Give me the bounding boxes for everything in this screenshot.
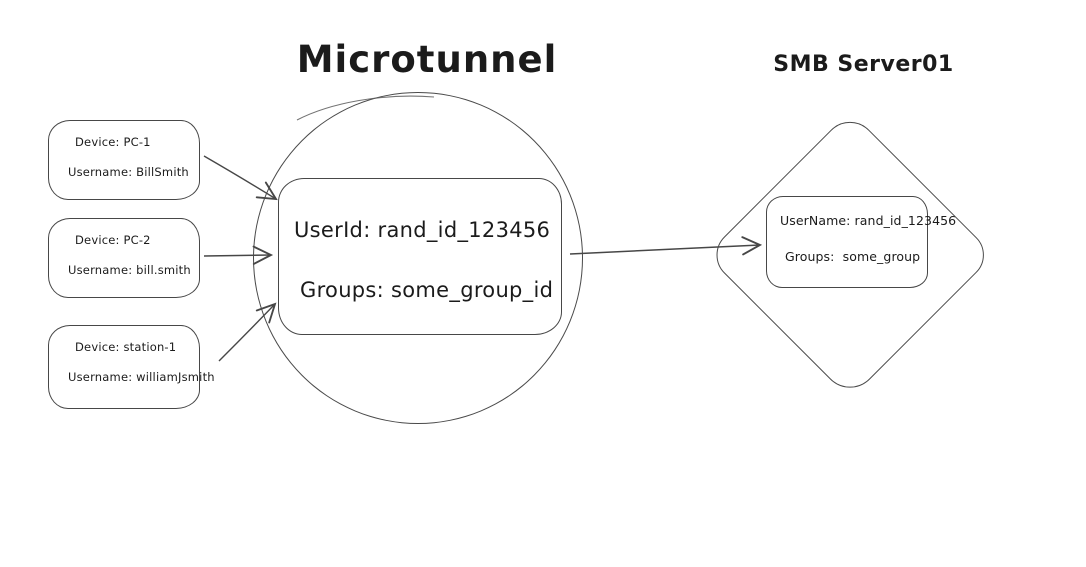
device-name-label: Device: PC-1 [75, 135, 151, 149]
smb-server-label: SMB Server01 [773, 52, 954, 77]
server-username-label: UserName: rand_id_123456 [780, 213, 957, 228]
device-name-label: Device: PC-2 [75, 233, 151, 247]
device-name-label: Device: station-1 [75, 340, 177, 354]
smb-server-identity-card: UserName: rand_id_123456 Groups: some_gr… [766, 196, 957, 288]
tunnel-identity-card: UserId: rand_id_123456 Groups: some_grou… [278, 178, 562, 335]
device-node-pc-1: Device: PC-1 Username: BillSmith [48, 120, 200, 200]
diagram-title: Microtunnel [296, 38, 558, 81]
tunnel-groups-label: Groups: some_group_id [300, 278, 554, 302]
device-username-label: Username: williamJsmith [68, 370, 215, 384]
device-node-station-1: Device: station-1 Username: williamJsmit… [48, 325, 215, 409]
device-username-label: Username: BillSmith [68, 165, 189, 179]
tunnel-userid-label: UserId: rand_id_123456 [294, 218, 551, 242]
device-username-label: Username: bill.smith [68, 263, 191, 277]
device-node-pc-2: Device: PC-2 Username: bill.smith [48, 218, 200, 298]
server-groups-label: Groups: some_group [785, 249, 921, 264]
